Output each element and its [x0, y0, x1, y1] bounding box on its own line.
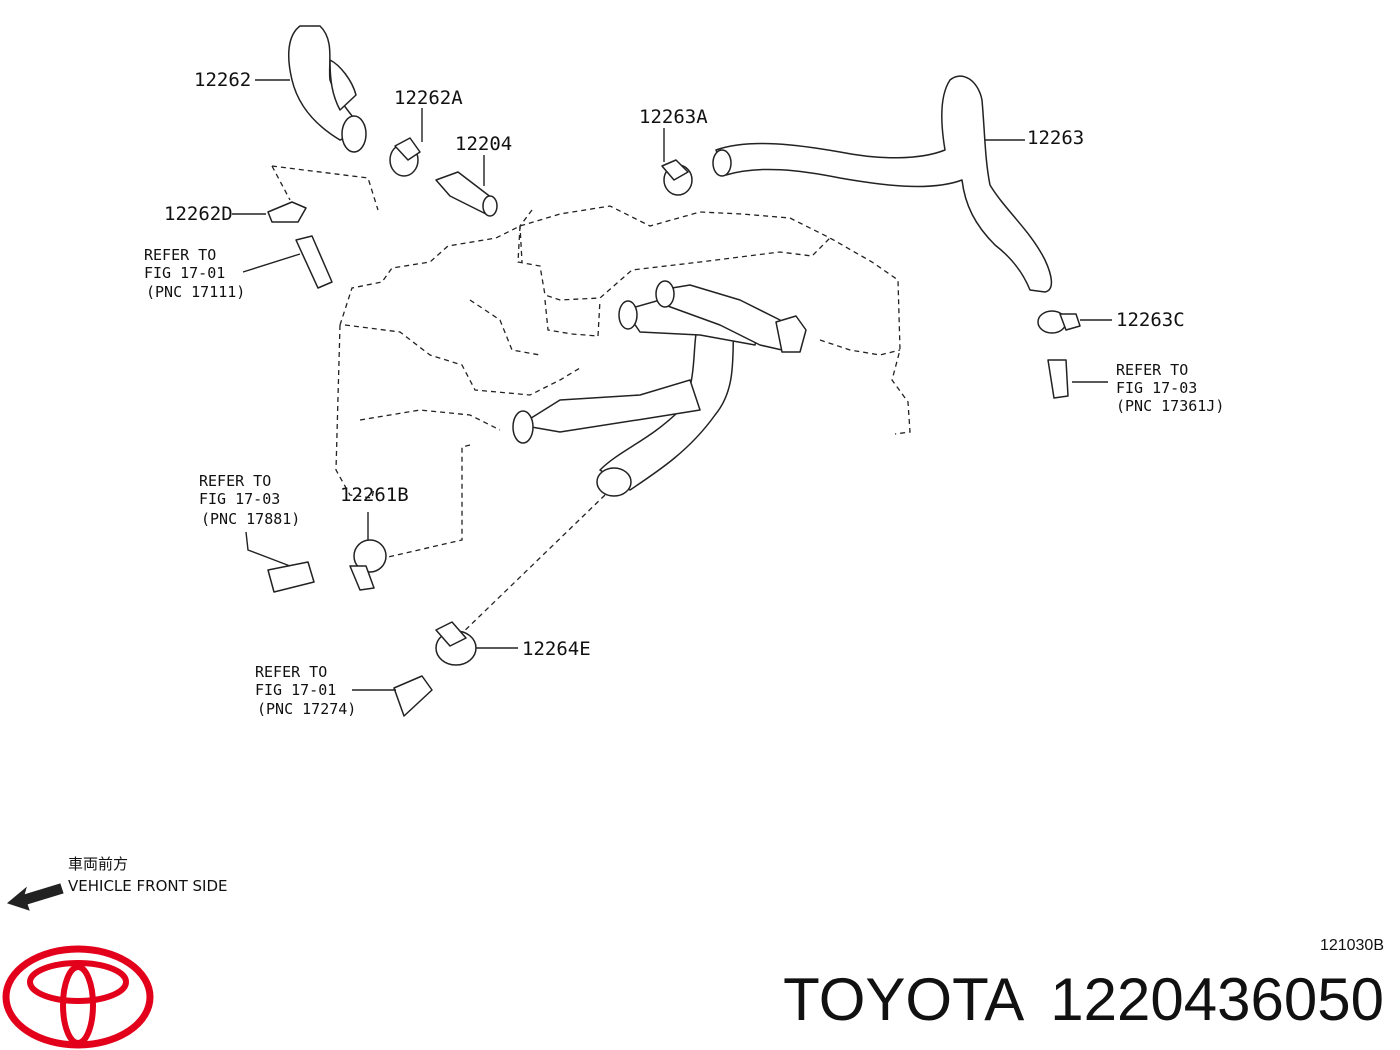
- vehicle-front-indicator: 車両前方 VEHICLE FRONT SIDE: [6, 855, 228, 911]
- refer-note-17881: REFER TO FIG 17-03 (PNC 17881): [199, 472, 300, 528]
- svg-text:REFER TO: REFER TO: [1116, 361, 1188, 379]
- sensor-12204: [435, 155, 498, 217]
- svg-text:REFER TO: REFER TO: [199, 472, 271, 490]
- label-12264E: 12264E: [522, 638, 591, 660]
- label-12262A: 12262A: [394, 87, 463, 109]
- clamp-12264E: [435, 621, 518, 666]
- refer-note-17361J: REFER TO FIG 17-03 (PNC 17361J): [1116, 361, 1224, 415]
- pipe-17881: [245, 531, 315, 593]
- label-12262D: 12262D: [164, 203, 233, 225]
- clamp-12262A: [389, 108, 423, 177]
- hose-12262: [255, 25, 367, 153]
- pipe-17274: [352, 675, 433, 717]
- clamp-12261B: [349, 512, 387, 591]
- arrow-left-icon: [6, 883, 64, 911]
- engine-water-hoses: [512, 280, 807, 497]
- toyota-logo-icon: [2, 945, 154, 1049]
- engine-block-outline: [271, 165, 911, 641]
- svg-text:FIG 17-03: FIG 17-03: [199, 490, 280, 508]
- label-12204: 12204: [455, 133, 512, 155]
- part-number: 1220436050: [1050, 966, 1384, 1033]
- svg-text:(PNC 17881): (PNC 17881): [201, 510, 300, 528]
- svg-text:FIG 17-01: FIG 17-01: [144, 264, 225, 282]
- label-12263A: 12263A: [639, 106, 708, 128]
- refer-note-17111: REFER TO FIG 17-01 (PNC 17111): [144, 246, 245, 301]
- direction-english: VEHICLE FRONT SIDE: [68, 877, 228, 895]
- hose-12263: [712, 75, 1053, 293]
- svg-text:(PNC 17111): (PNC 17111): [146, 283, 245, 301]
- clamp-12263C: [1037, 310, 1112, 334]
- pipe-17111: [242, 235, 333, 289]
- brand-part-number: TOYOTA 1220436050: [783, 966, 1384, 1033]
- figure-code: 121030B: [1320, 937, 1384, 954]
- label-12263: 12263: [1027, 127, 1084, 149]
- pipe-17361J: [1047, 359, 1108, 399]
- svg-text:FIG 17-03: FIG 17-03: [1116, 379, 1197, 397]
- clamp-12262D: [232, 201, 307, 223]
- svg-text:FIG 17-01: FIG 17-01: [255, 681, 336, 699]
- refer-note-17274: REFER TO FIG 17-01 (PNC 17274): [255, 663, 356, 718]
- brand-name: TOYOTA: [783, 966, 1024, 1033]
- svg-text:REFER TO: REFER TO: [144, 246, 216, 264]
- svg-text:(PNC 17274): (PNC 17274): [257, 700, 356, 718]
- label-12263C: 12263C: [1116, 309, 1185, 331]
- clamp-12263A: [661, 128, 693, 196]
- svg-text:REFER TO: REFER TO: [255, 663, 327, 681]
- svg-text:(PNC 17361J): (PNC 17361J): [1116, 397, 1224, 415]
- label-12261B: 12261B: [340, 484, 409, 506]
- label-12262: 12262: [194, 69, 251, 91]
- direction-japanese: 車両前方: [68, 855, 128, 873]
